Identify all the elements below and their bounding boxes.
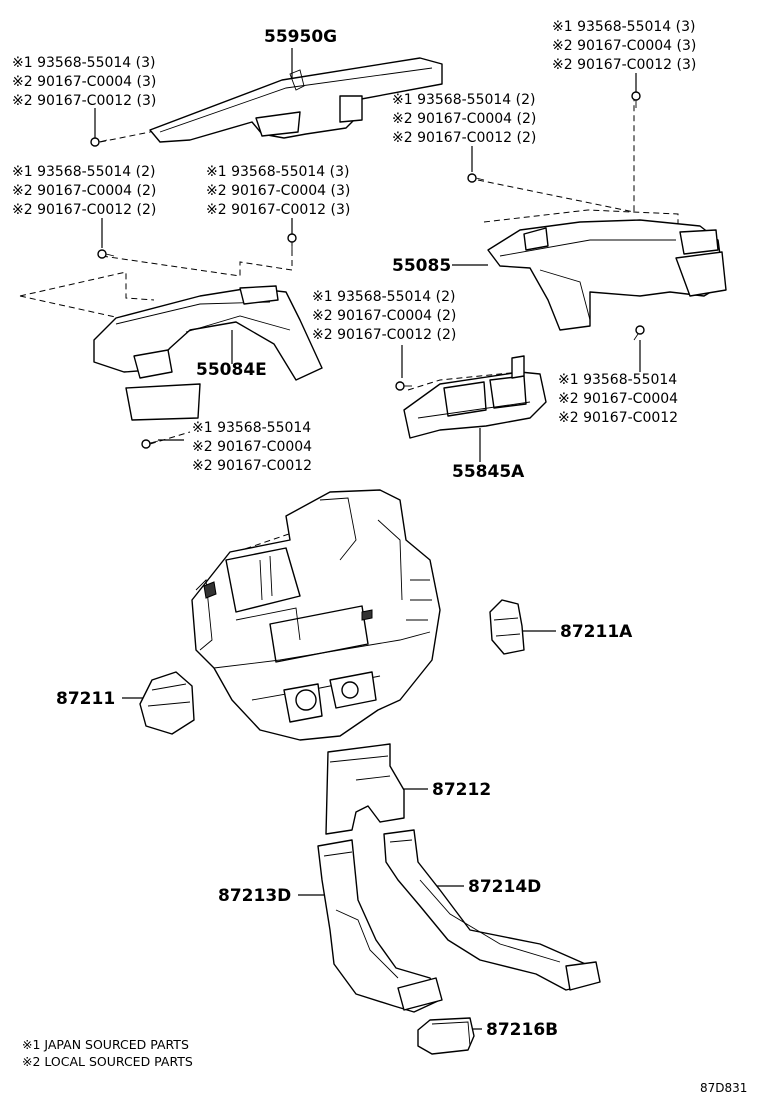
fastener-line: ※2 90167-C0012 (558, 410, 678, 426)
screw-icon (141, 439, 159, 449)
part-label-87214D: 87214D (468, 877, 541, 897)
fastener-line: ※2 90167-C0004 (3) (206, 183, 350, 199)
part-label-87212: 87212 (432, 780, 491, 800)
screw-icon (633, 325, 645, 341)
part-label-55085: 55085 (392, 256, 451, 276)
fastener-line: ※2 90167-C0004 (3) (12, 74, 156, 90)
footnote-local-sourced: ※2 LOCAL SOURCED PARTS (22, 1054, 193, 1069)
fastener-group-8: ※1 93568-55014 ※2 90167-C0004 ※2 90167-C… (192, 420, 312, 474)
fastener-line: ※1 93568-55014 (2) (392, 92, 536, 108)
part-label-55950G: 55950G (264, 27, 337, 47)
part-55085 (487, 219, 727, 331)
fastener-line: ※2 90167-C0012 (3) (206, 202, 350, 218)
fastener-line: ※1 93568-55014 (3) (552, 19, 696, 35)
fastener-line: ※2 90167-C0004 (558, 391, 678, 407)
part-87211 (139, 671, 195, 735)
hvac-unit (191, 489, 441, 741)
fastener-line: ※2 90167-C0004 (3) (552, 38, 696, 54)
fastener-line: ※2 90167-C0012 (2) (312, 327, 456, 343)
fastener-group-1: ※1 93568-55014 (3) ※2 90167-C0004 (3) ※2… (12, 55, 156, 109)
diagram-code: 87D831 (700, 1081, 747, 1095)
leader-lines (94, 48, 641, 1030)
fasteners (90, 91, 645, 449)
part-label-87211A: 87211A (560, 622, 633, 642)
fastener-group-4: ※1 93568-55014 (2) ※2 90167-C0004 (2) ※2… (12, 164, 156, 218)
part-label-55845A: 55845A (452, 462, 525, 482)
screw-icon (287, 233, 297, 250)
fastener-line: ※2 90167-C0012 (2) (12, 202, 156, 218)
fastener-line: ※1 93568-55014 (3) (12, 55, 156, 71)
part-55084E (93, 285, 323, 421)
fastener-line: ※1 93568-55014 (558, 372, 677, 388)
fastener-line: ※1 93568-55014 (2) (12, 164, 156, 180)
part-87216B (417, 1017, 475, 1055)
fastener-line: ※2 90167-C0012 (3) (552, 57, 696, 73)
fastener-line: ※2 90167-C0004 (192, 439, 312, 455)
footnote-japan-sourced: ※1 JAPAN SOURCED PARTS (22, 1037, 189, 1052)
part-label-87213D: 87213D (218, 886, 291, 906)
part-87213D (317, 839, 443, 1013)
part-label-87211: 87211 (56, 689, 115, 709)
fastener-line: ※2 90167-C0012 (192, 458, 312, 474)
screw-icon (90, 137, 108, 147)
fastener-group-6: ※1 93568-55014 (2) ※2 90167-C0004 (2) ※2… (312, 289, 456, 343)
fastener-group-7: ※1 93568-55014 ※2 90167-C0004 ※2 90167-C… (558, 372, 678, 426)
fastener-line: ※1 93568-55014 (192, 420, 311, 436)
part-label-55084E: 55084E (196, 360, 267, 380)
fastener-line: ※2 90167-C0004 (2) (312, 308, 456, 324)
fastener-line: ※2 90167-C0012 (3) (12, 93, 156, 109)
screw-icon (97, 249, 115, 259)
screw-icon (467, 173, 485, 183)
fastener-group-3: ※1 93568-55014 (2) ※2 90167-C0004 (2) ※2… (392, 92, 536, 146)
screw-icon (395, 381, 412, 391)
part-label-87216B: 87216B (486, 1020, 558, 1040)
part-55845A (403, 355, 547, 439)
fastener-line: ※2 90167-C0012 (2) (392, 130, 536, 146)
screw-icon (631, 91, 641, 108)
fastener-group-5: ※1 93568-55014 (3) ※2 90167-C0004 (3) ※2… (206, 164, 350, 218)
fastener-line: ※1 93568-55014 (2) (312, 289, 456, 305)
fastener-line: ※2 90167-C0004 (2) (12, 183, 156, 199)
part-87212 (325, 743, 405, 835)
fastener-line: ※1 93568-55014 (3) (206, 164, 350, 180)
fastener-line: ※2 90167-C0004 (2) (392, 111, 536, 127)
fastener-group-2: ※1 93568-55014 (3) ※2 90167-C0004 (3) ※2… (552, 19, 696, 73)
part-87211A (489, 599, 525, 655)
part-87214D (383, 829, 601, 991)
part-55950G (149, 57, 443, 143)
